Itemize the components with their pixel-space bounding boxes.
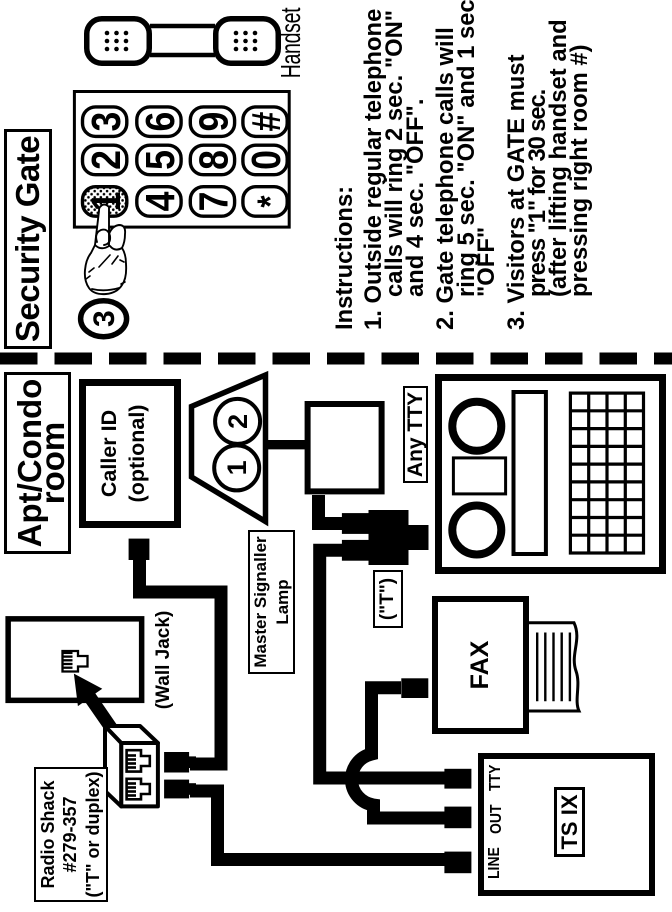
svg-text:2: 2 (84, 150, 130, 170)
svg-text:#: # (244, 112, 290, 132)
svg-text:4: 4 (138, 191, 184, 211)
svg-text:8: 8 (191, 150, 237, 170)
svg-text:9: 9 (191, 112, 237, 132)
svg-text:1: 1 (222, 460, 252, 475)
svg-text:2: 2 (223, 414, 253, 429)
svg-text:7: 7 (191, 192, 237, 212)
svg-text:0: 0 (244, 150, 290, 170)
svg-text:3: 3 (84, 112, 130, 132)
svg-text:5: 5 (138, 150, 184, 170)
svg-text:1: 1 (84, 192, 130, 212)
svg-text:6: 6 (138, 112, 184, 132)
svg-text:3: 3 (88, 310, 121, 327)
svg-text:*: * (251, 195, 292, 208)
